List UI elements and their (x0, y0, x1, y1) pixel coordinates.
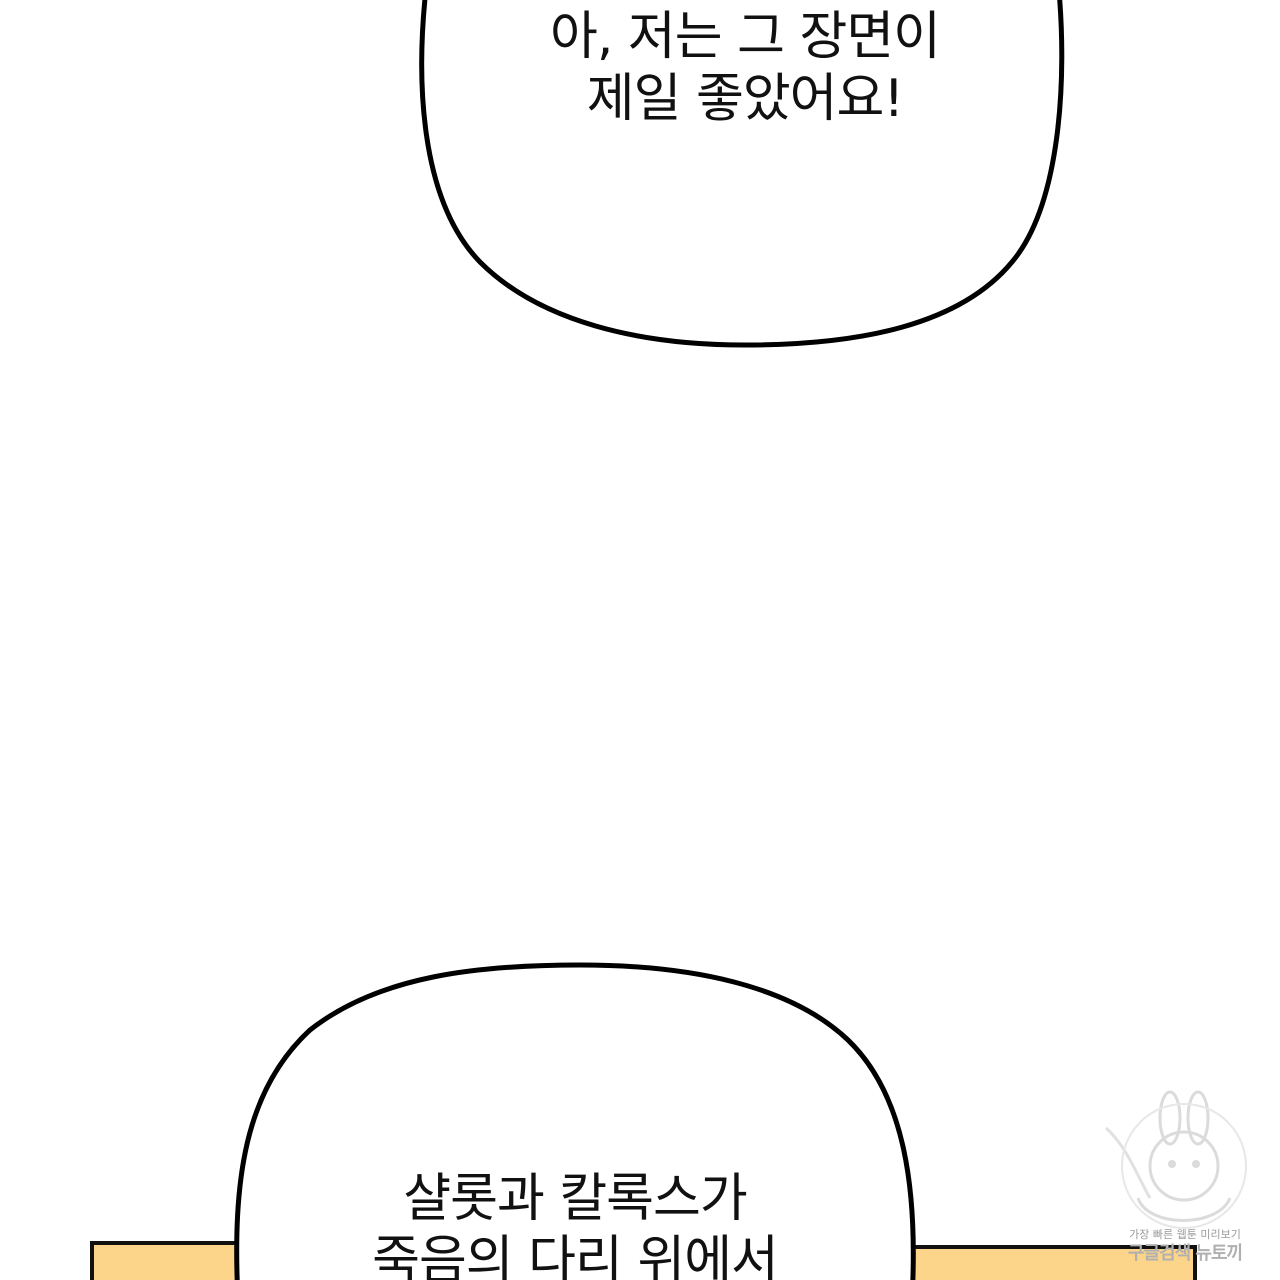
watermark-tagline: 가장 빠른 웹툰 미리보기 (1129, 1228, 1241, 1241)
bottom-bubble-line: 샬롯과 칼록스가 (403, 1169, 747, 1229)
bottom-bubble-text: 샬롯과 칼록스가 죽음의 다리 위에서 (250, 1168, 900, 1280)
top-bubble-text: 아, 저는 그 장면이 제일 좋았어요! (440, 6, 1050, 130)
bottom-speech-bubble (234, 962, 916, 1280)
top-bubble-line: 제일 좋았어요! (586, 69, 904, 129)
bottom-bubble-line: 죽음의 다리 위에서 (372, 1231, 779, 1280)
yellow-band-right (903, 1245, 1197, 1280)
bunny-mascot-icon (1104, 1090, 1247, 1229)
top-speech-bubble (419, 0, 1065, 348)
watermark-brand: 구글검색 뉴토끼 (1127, 1243, 1243, 1264)
top-bubble-line: 아, 저는 그 장면이 (550, 7, 941, 67)
yellow-band-left (90, 1241, 264, 1280)
